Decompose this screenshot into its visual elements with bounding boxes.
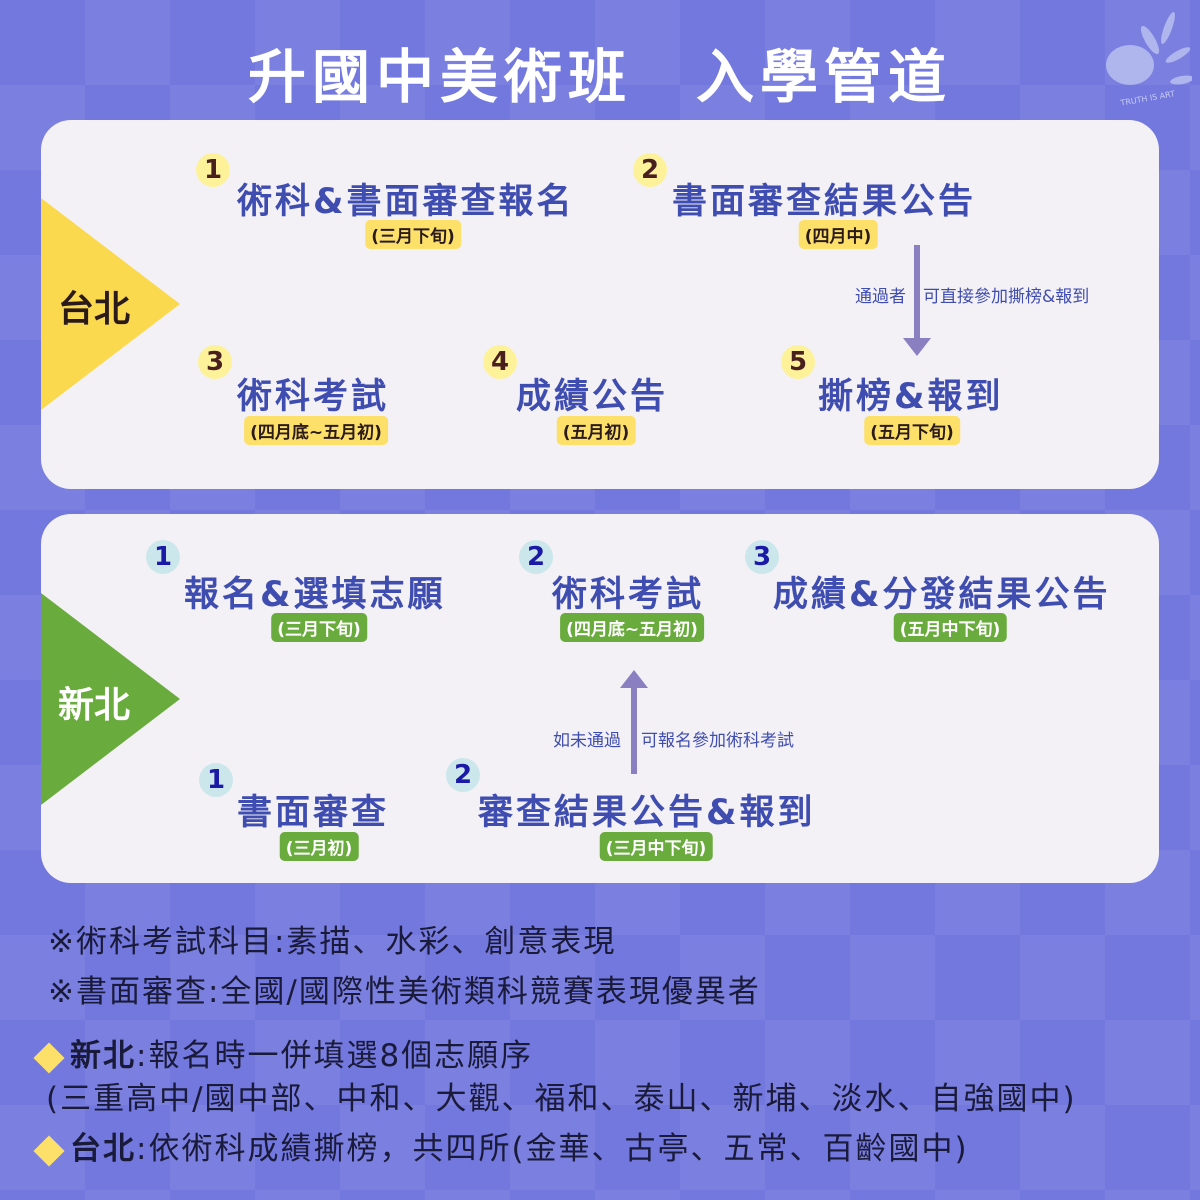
step-title: 撕榜&報到 — [818, 377, 1004, 417]
step-number: 1 — [146, 540, 180, 574]
step-number: 5 — [781, 345, 815, 379]
flow-note-right: 可直接參加撕榜&報到 — [923, 287, 1090, 307]
step-number: 2 — [633, 153, 667, 187]
svg-text:TRUTH IS ART: TRUTH IS ART — [1119, 89, 1176, 105]
flow-note-right: 可報名參加術科考試 — [641, 731, 794, 751]
step-date: (五月下旬) — [864, 416, 960, 445]
taipei-region-label: 台北 — [58, 289, 131, 330]
note-exam-subjects: ※術科考試科目:素描、水彩、創意表現 — [48, 924, 617, 960]
step-number: 4 — [483, 345, 517, 379]
step-title: 術科考試 — [237, 377, 390, 417]
step-title: 成績&分發結果公告 — [773, 575, 1111, 615]
step-number: 2 — [446, 758, 480, 792]
taipei-marker — [41, 198, 180, 410]
note-new-taipei-schools: (三重高中/國中部、中和、大觀、福和、泰山、新埔、淡水、自強國中) — [46, 1081, 1077, 1117]
diamond-bullet-icon — [33, 1134, 65, 1167]
note-text: :報名時一併填選8個志願序 — [136, 1038, 534, 1074]
note-label: 台北 — [70, 1131, 136, 1167]
diamond-bullet-icon — [33, 1041, 65, 1074]
step-title: 術科考試 — [552, 575, 705, 615]
step-date: (三月下旬) — [365, 220, 461, 249]
step-date: (三月初) — [279, 832, 359, 861]
note-text: :依術科成績撕榜，共四所(金華、古亭、五常、百齡國中) — [136, 1131, 969, 1167]
arrow-up-head-icon — [620, 670, 648, 688]
step-title: 成績公告 — [516, 377, 669, 417]
step-number: 3 — [745, 540, 779, 574]
note-label: 新北 — [70, 1038, 136, 1074]
step-number: 2 — [519, 540, 553, 574]
new-taipei-panel — [41, 514, 1159, 883]
step-title: 書面審查 — [237, 793, 390, 833]
note-taipei: 台北:依術科成績撕榜，共四所(金華、古亭、五常、百齡國中) — [33, 1123, 969, 1168]
note-portfolio-review: ※書面審查:全國/國際性美術類科競賽表現優異者 — [48, 974, 761, 1010]
step-number: 1 — [196, 153, 230, 187]
flow-note-left: 通過者 — [855, 287, 906, 307]
step-date: (五月初) — [556, 416, 636, 445]
step-title: 審查結果公告&報到 — [478, 793, 816, 833]
step-title: 報名&選填志願 — [184, 575, 446, 615]
step-number: 1 — [199, 763, 233, 797]
step-title: 術科&書面審查報名 — [237, 182, 575, 222]
step-date: (五月中下旬) — [893, 613, 1007, 642]
step-date: (三月中下旬) — [599, 832, 713, 861]
step-date: (四月中) — [798, 220, 878, 249]
note-new-taipei: 新北:報名時一併填選8個志願序 — [33, 1030, 534, 1075]
arrow-down — [914, 245, 920, 341]
new-taipei-marker — [41, 593, 180, 805]
step-number: 3 — [198, 345, 232, 379]
step-date: (四月底~五月初) — [560, 613, 704, 642]
step-date: (三月下旬) — [271, 613, 367, 642]
new-taipei-region-label: 新北 — [58, 685, 131, 726]
step-date: (四月底~五月初) — [244, 416, 388, 445]
flow-note-left: 如未通過 — [553, 731, 621, 751]
arrow-down-head-icon — [903, 338, 931, 356]
page-title: 升國中美術班 入學管道 — [247, 43, 952, 111]
logo: TRUTH IS ART — [1106, 11, 1192, 105]
arrow-up — [631, 686, 637, 774]
step-title: 書面審查結果公告 — [672, 182, 977, 222]
